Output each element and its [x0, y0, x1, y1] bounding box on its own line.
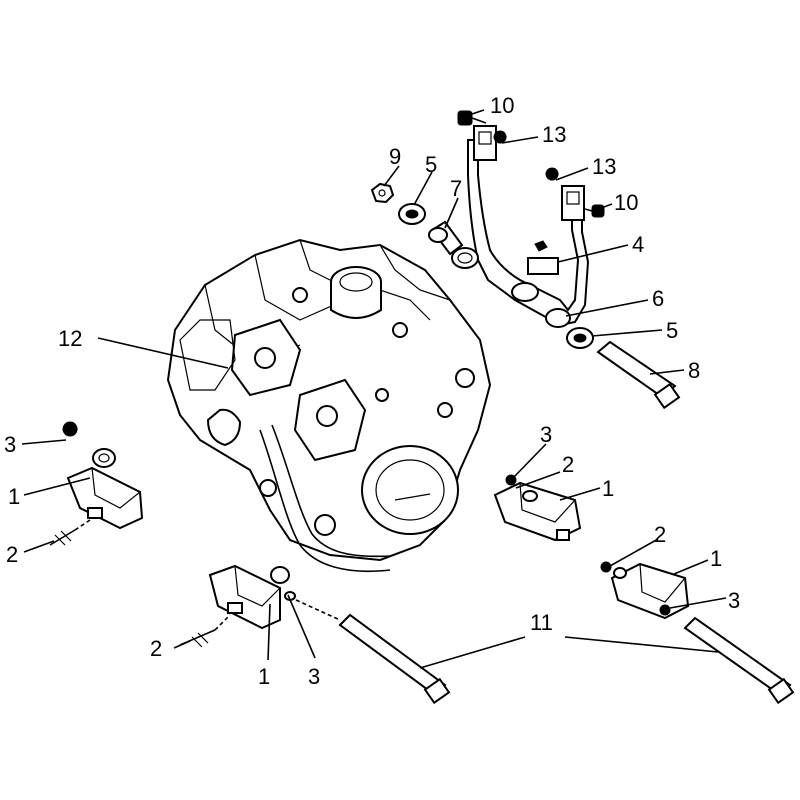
callout-2-middle: 2	[562, 452, 574, 477]
engine-hanger-bracket	[467, 125, 590, 327]
through-bolt-stack	[370, 182, 681, 410]
callout-6: 6	[652, 286, 664, 311]
callout-5-lower: 5	[666, 318, 678, 343]
callout-3-left: 3	[4, 432, 16, 457]
callout-8: 8	[688, 358, 700, 383]
callout-4: 4	[632, 232, 644, 257]
callout-1-right: 1	[710, 546, 722, 571]
left-mount-group	[49, 421, 144, 546]
bracket-fasteners	[457, 110, 605, 218]
callout-9: 9	[389, 144, 401, 169]
callout-10-lower: 10	[614, 190, 638, 215]
callout-13-upper: 13	[542, 122, 566, 147]
right-middle-mount-group	[493, 474, 582, 542]
callout-1-left: 1	[8, 484, 20, 509]
callout-labels: 10 13 9 5 13 7 10 4 6 5 8 12 3 1 2 3 2 1…	[4, 93, 740, 689]
bottom-left-mount-group	[179, 564, 451, 705]
callout-11: 11	[530, 610, 553, 635]
callout-1-middle: 1	[602, 476, 614, 501]
callout-13-lower: 13	[592, 154, 616, 179]
callout-5-upper: 5	[425, 152, 437, 177]
right-lower-mount-group	[600, 561, 795, 705]
callout-1-bottom: 1	[258, 664, 270, 689]
leader-lines	[21, 109, 727, 669]
callout-3-right: 3	[728, 588, 740, 613]
engine-assembly	[166, 238, 492, 573]
callout-7: 7	[450, 176, 462, 201]
callout-10-upper: 10	[490, 93, 514, 118]
callout-3-middle: 3	[540, 422, 552, 447]
callout-2-bottom: 2	[150, 636, 162, 661]
callout-3-bottom: 3	[308, 664, 320, 689]
callout-2-left: 2	[6, 542, 18, 567]
callout-2-right: 2	[654, 522, 666, 547]
callout-12: 12	[58, 326, 82, 351]
